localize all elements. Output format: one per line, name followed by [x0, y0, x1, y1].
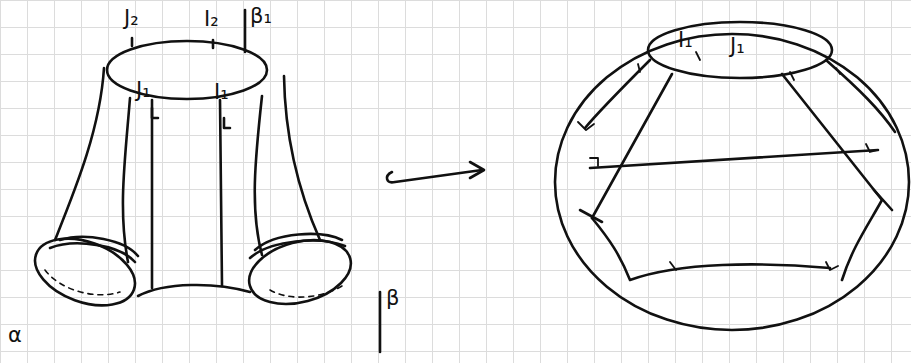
math-label: β: [386, 288, 399, 309]
pants-outline: [255, 96, 262, 255]
pants-outline: [123, 98, 130, 262]
geodesic: [592, 74, 672, 218]
math-label: β₁: [250, 6, 272, 27]
pants-outline: [138, 285, 250, 296]
math-label: I₂: [204, 9, 219, 30]
math-label: J₁: [136, 80, 151, 101]
tick-line: [379, 292, 382, 352]
cuff-ellipse: [26, 226, 144, 318]
seam-line: [151, 100, 154, 288]
math-label: I₁: [214, 82, 229, 103]
shading: [45, 270, 120, 295]
shading: [270, 284, 345, 297]
hook-arrow: [387, 170, 482, 182]
pants-outline: [55, 68, 104, 240]
right-angle-mark: [578, 52, 878, 270]
math-label: I₁: [678, 30, 693, 51]
geodesic: [592, 200, 882, 280]
corner-mark: [580, 190, 892, 222]
geodesic: [826, 60, 895, 132]
arrow-head: [470, 162, 484, 178]
cuff-ellipse: [242, 230, 358, 315]
math-label: α: [8, 325, 22, 346]
tick-line: [244, 10, 247, 52]
cuff-line: [50, 237, 138, 262]
geodesic: [782, 74, 882, 200]
math-label: J₁: [730, 36, 745, 57]
geodesic: [590, 150, 878, 168]
boundary-ellipse: [107, 41, 267, 99]
right-angle-mark: [152, 108, 230, 128]
pants-outline: [284, 76, 320, 240]
seam-line: [220, 100, 222, 286]
cuff-line: [250, 234, 345, 258]
math-label: J₂: [124, 8, 139, 29]
tick-mark: [132, 38, 213, 48]
boundary-ellipse: [648, 22, 832, 78]
